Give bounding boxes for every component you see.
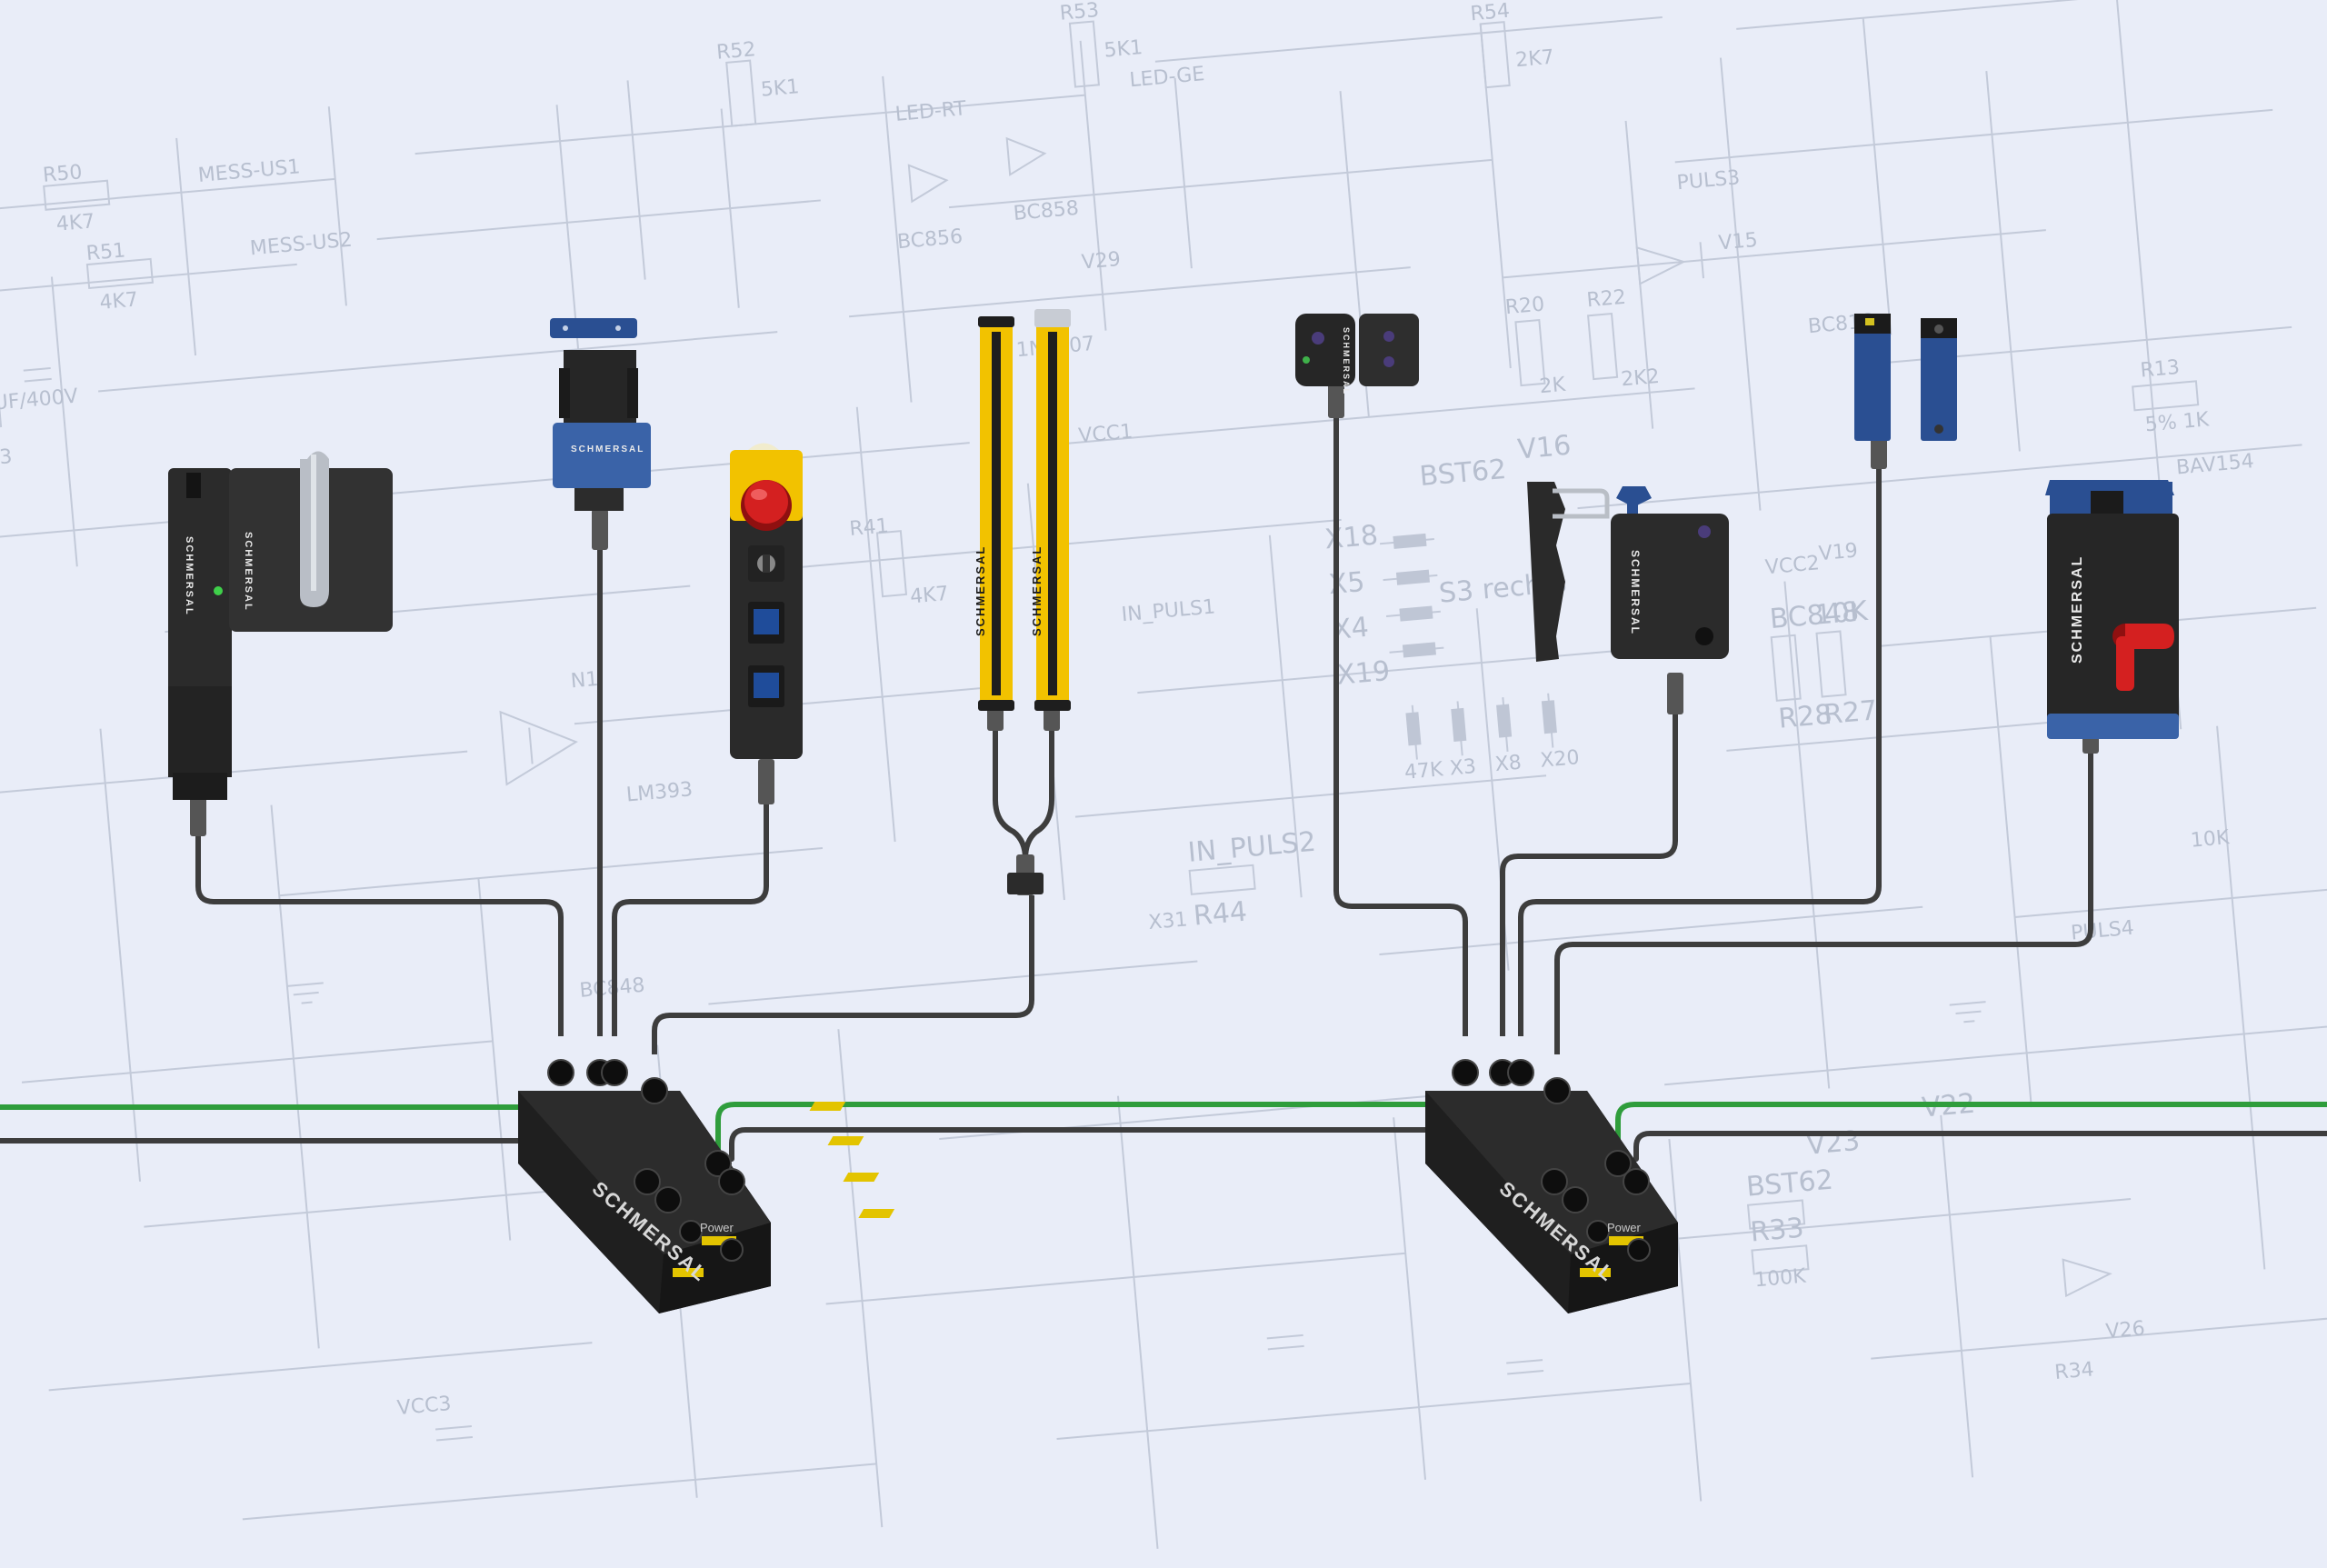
device-brand: SCHMERSAL [243,532,254,612]
schematic-label: 4K7 [55,210,95,236]
schematic-label: 1UF/400V [0,385,79,416]
door-handle-icon[interactable]: SCHMERSAL SCHMERSAL [168,451,393,801]
schematic-label: 100K [1753,1264,1807,1292]
light-curtain-icon[interactable]: SCHMERSAL SCHMERSAL [974,309,1071,711]
schematic-label big: R27 [1823,694,1879,731]
rfid-sensor-icon[interactable]: SCHMERSAL [550,318,651,511]
field-box-right[interactable]: SCHMERSAL Power [809,1059,1678,1313]
hub-power-label: Power [1607,1221,1642,1234]
bus-cable-grey-out [1633,1131,2327,1162]
schematic-label big: X19 [1335,655,1392,692]
schematic-label: R22 [1586,286,1627,313]
schematic-label: VCC1 [1077,421,1134,448]
schematic-label big: X18 [1323,519,1380,555]
schematic-label big: V23 [1805,1125,1862,1162]
schematic-label: 2K7 [1514,46,1554,73]
schematic-label: X3 [1449,755,1477,780]
schematic-label: 10K [2190,826,2231,853]
schematic-label: 2K [1539,374,1567,398]
schematic-label: X31 [1147,908,1188,934]
schematic-label: 5% 1K [2144,408,2211,436]
schematic-label: V29 [1081,248,1122,275]
schematic-label big: V16 [1516,430,1573,466]
schematic-label: PULS3 [1676,166,1742,195]
schematic-label: C3 [0,445,13,470]
schematic-label: 2K2 [1620,365,1660,392]
schematic-label: V15 [1718,229,1759,255]
emergency-release-icon[interactable]: SCHMERSAL [2045,480,2179,739]
schematic-label: R20 [1504,294,1545,320]
schematic-label big: X5 [1327,566,1366,601]
schematic-label: 4K7 [99,288,139,315]
device-brand: SCHMERSAL [2070,555,2085,664]
schematic-label: LED-RT [894,97,968,126]
device-brand: SCHMERSAL [1030,545,1044,636]
schematic-label big: 10K [1813,595,1870,632]
schematic-label: 5K1 [1104,36,1144,63]
field-box-left[interactable]: SCHMERSAL Power [0,1059,771,1313]
schematic-label: PULS4 [2070,917,2135,945]
device-connectors [190,382,2099,895]
device-brand: SCHMERSAL [974,545,987,636]
schematic-label: R41 [848,514,889,541]
schematic-label big: BST62 [1745,1164,1834,1203]
schematic-label big: R33 [1749,1213,1805,1249]
device-brand: SCHMERSAL [184,536,195,616]
schematic-label: IN_PULS1 [1121,595,1216,626]
schematic-label: VCC2 [1764,552,1821,579]
schematic-label: LM393 [625,778,694,806]
schematic-label: BC858 [1013,197,1080,225]
schematic-label: R34 [2053,1358,2094,1384]
fieldbus-cables [0,1102,2327,1193]
schematic-label big: R28 [1777,699,1833,735]
schematic-label big: R44 [1193,896,1249,933]
sensor-icon[interactable]: SCHMERSAL [1295,314,1419,395]
device-brand: SCHMERSAL [1629,550,1642,635]
schematic-label: R54 [1470,0,1511,25]
schematic-label: R50 [42,161,83,187]
schematic-label: VCC3 [396,1393,453,1420]
solenoid-interlock-icon[interactable]: SCHMERSAL [1527,482,1729,662]
schematic-label: 5K1 [760,75,800,102]
schematic-label: BC856 [896,225,964,254]
schematic-label: X8 [1494,752,1523,776]
schematic-label: LED-GE [1129,63,1206,92]
schematic-label: V26 [2105,1317,2146,1343]
device-cables [195,409,2093,1054]
device-brand: SCHMERSAL [571,444,644,454]
schematic-label big: BC848 [1768,596,1860,635]
schematic-label: X20 [1540,746,1581,773]
schematic-label: R51 [85,239,126,265]
schematic-label: MESS-US2 [249,229,354,261]
hub-power-label: Power [700,1221,734,1234]
schematic-label: 4K7 [909,583,949,609]
schematic-label: N1 [570,668,600,694]
schematic-label: V19 [1818,540,1859,566]
schematic-label: R53 [1059,0,1100,25]
bus-cable-green-out [1615,1102,2327,1153]
schematic-label: R13 [2140,356,2181,383]
emergency-stop-icon[interactable] [730,443,803,760]
schematic-label: 47K [1403,758,1444,784]
schematic-label big: BST62 [1418,454,1507,493]
device-brand: SCHMERSAL [1342,327,1351,395]
schematic-label: R52 [715,38,756,65]
sensor-pair-icon[interactable] [1854,314,1957,441]
